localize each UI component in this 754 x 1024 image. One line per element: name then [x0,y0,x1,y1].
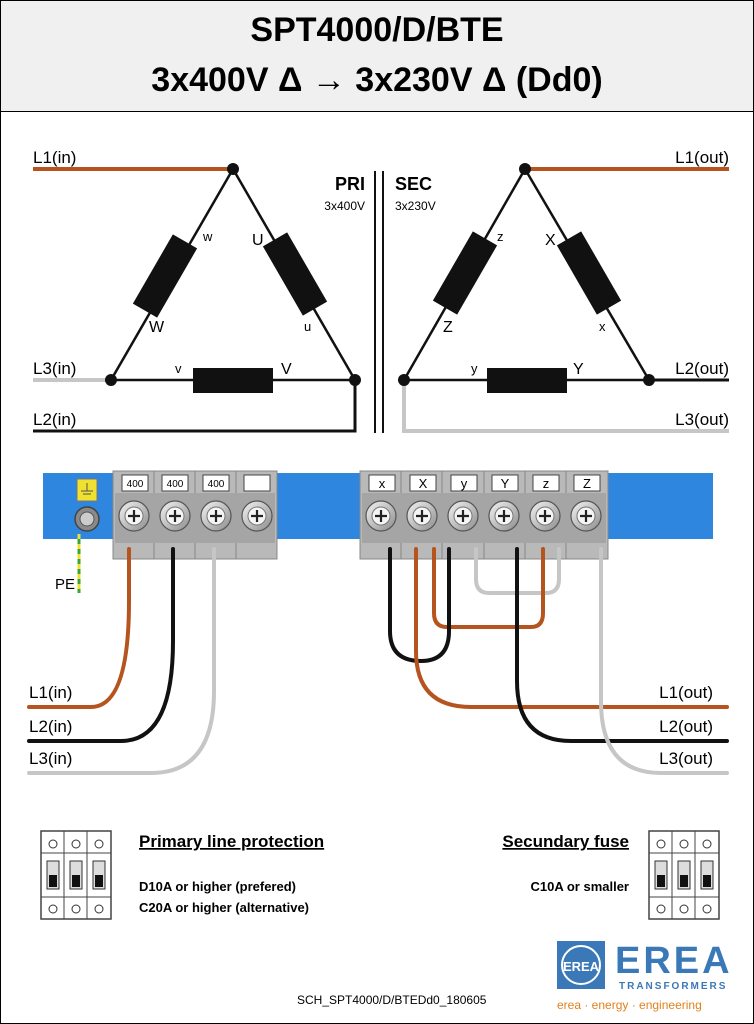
l1-in-label: L1(in) [33,148,76,167]
winding-x [556,231,622,315]
l3-in-label: L3(in) [33,359,76,378]
secondary-fuse-icon [648,830,720,920]
l3-out-feed [402,380,729,433]
terminal-w-large: W [149,319,165,336]
wire-label-l2-in: L2(in) [29,717,72,736]
primary-breaker-icon [40,830,112,920]
primary-protection-line2: C20A or higher (alternative) [139,900,309,915]
svg-text:400: 400 [167,479,184,490]
svg-text:Y: Y [501,476,510,491]
terminal-y-large: Y [573,361,584,378]
wire-l3-out [599,547,729,775]
terminal-x-large[interactable]: X [406,474,438,532]
wire-label-l1-in: L1(in) [29,683,72,702]
wire-l2-in [27,547,175,743]
secondary-fuse-line1: C10A or smaller [530,879,629,894]
svg-text:400: 400 [208,479,225,490]
svg-text:y: y [461,476,468,491]
winding-w [132,234,198,318]
svg-text:z: z [543,476,550,491]
pri-voltage: 3x400V [324,199,365,213]
terminal-u-large: U [252,232,264,249]
brand-sub: TRANSFORMERS [619,981,727,992]
wire-label-l3-in: L3(in) [29,749,72,768]
transformer-core: PRI 3x400V SEC 3x230V [324,171,436,433]
svg-text:EREA: EREA [563,959,600,974]
rating-title: 3x400V Δ → 3x230V Δ (Dd0) [151,61,603,99]
winding-y [487,368,567,393]
sec-label: SEC [395,174,432,194]
wire-x-to-y-link [388,547,451,663]
l3-out-label: L3(out) [675,410,729,429]
model-title: SPT4000/D/BTE [250,11,504,49]
primary-delta: L1(in) L3(in) L2(in) w U W u v V [33,148,361,433]
wire-l2-out [515,547,729,743]
brand-name: EREA [615,940,733,982]
din-rail-middle [276,473,362,539]
terminal-400-3[interactable]: 400 [200,474,232,532]
primary-protection-line1: D10A or higher (prefered) [139,879,296,894]
svg-text:X: X [419,476,428,491]
secondary-fuse-title: Secundary fuse [502,832,629,851]
terminal-w-small: w [202,229,213,244]
wire-label-l2-out: L2(out) [659,717,713,736]
terminal-u-small: u [304,319,311,334]
pe-label: PE [55,576,75,593]
wiring-diagram: L1(in) L3(in) L2(in) w U W u v V PRI 3x4… [27,148,733,1012]
wire-l1-in [27,547,131,709]
wire-l3-in [27,547,216,775]
terminal-x-small: x [599,319,606,334]
wire-label-l1-out: L1(out) [659,683,713,702]
terminal-z-large[interactable]: Z [570,474,602,532]
terminal-400-1[interactable]: 400 [118,474,150,532]
pri-label: PRI [335,174,365,194]
winding-z [432,231,498,315]
l2-out-label: L2(out) [675,359,729,378]
l2-in-feed [33,380,357,433]
l1-out-label: L1(out) [675,148,729,167]
sec-voltage: 3x230V [395,199,436,213]
secondary-delta: L1(out) L2(out) L3(out) z X Z x y Y [398,148,729,433]
terminal-empty[interactable] [241,474,273,532]
wire-x-to-z-link [432,547,545,629]
erea-logo-icon: EREA [557,941,605,989]
terminal-v-small: v [175,361,182,376]
wiring-harness [27,547,729,775]
terminal-z-small[interactable]: z [529,474,561,532]
terminal-y-large[interactable]: Y [488,474,520,532]
brand-tagline: erea · energy · engineering [557,998,702,1012]
l2-in-label: L2(in) [33,410,76,429]
winding-v [193,368,273,393]
winding-u [262,232,328,316]
wire-l1-out [414,547,729,709]
terminal-y-small: y [471,361,478,376]
terminal-z-large: Z [443,319,453,336]
title-header: SPT4000/D/BTE 3x400V Δ → 3x230V Δ (Dd0) [1,1,753,112]
terminal-z-small: z [497,229,504,244]
primary-protection-title: Primary line protection [139,832,324,851]
terminal-400-2[interactable]: 400 [159,474,191,532]
terminal-v-large: V [281,361,292,378]
din-rail-right [605,473,713,539]
terminal-x-large: X [545,232,556,249]
terminal-y-small[interactable]: y [447,474,479,532]
drawing-id: SCH_SPT4000/D/BTEDd0_180605 [297,993,487,1007]
svg-text:Z: Z [583,476,591,491]
svg-text:400: 400 [127,479,144,490]
svg-text:x: x [379,476,386,491]
wire-label-l3-out: L3(out) [659,749,713,768]
terminal-block: PE 400 400 400 [43,470,713,593]
terminal-x-small[interactable]: x [365,474,397,532]
